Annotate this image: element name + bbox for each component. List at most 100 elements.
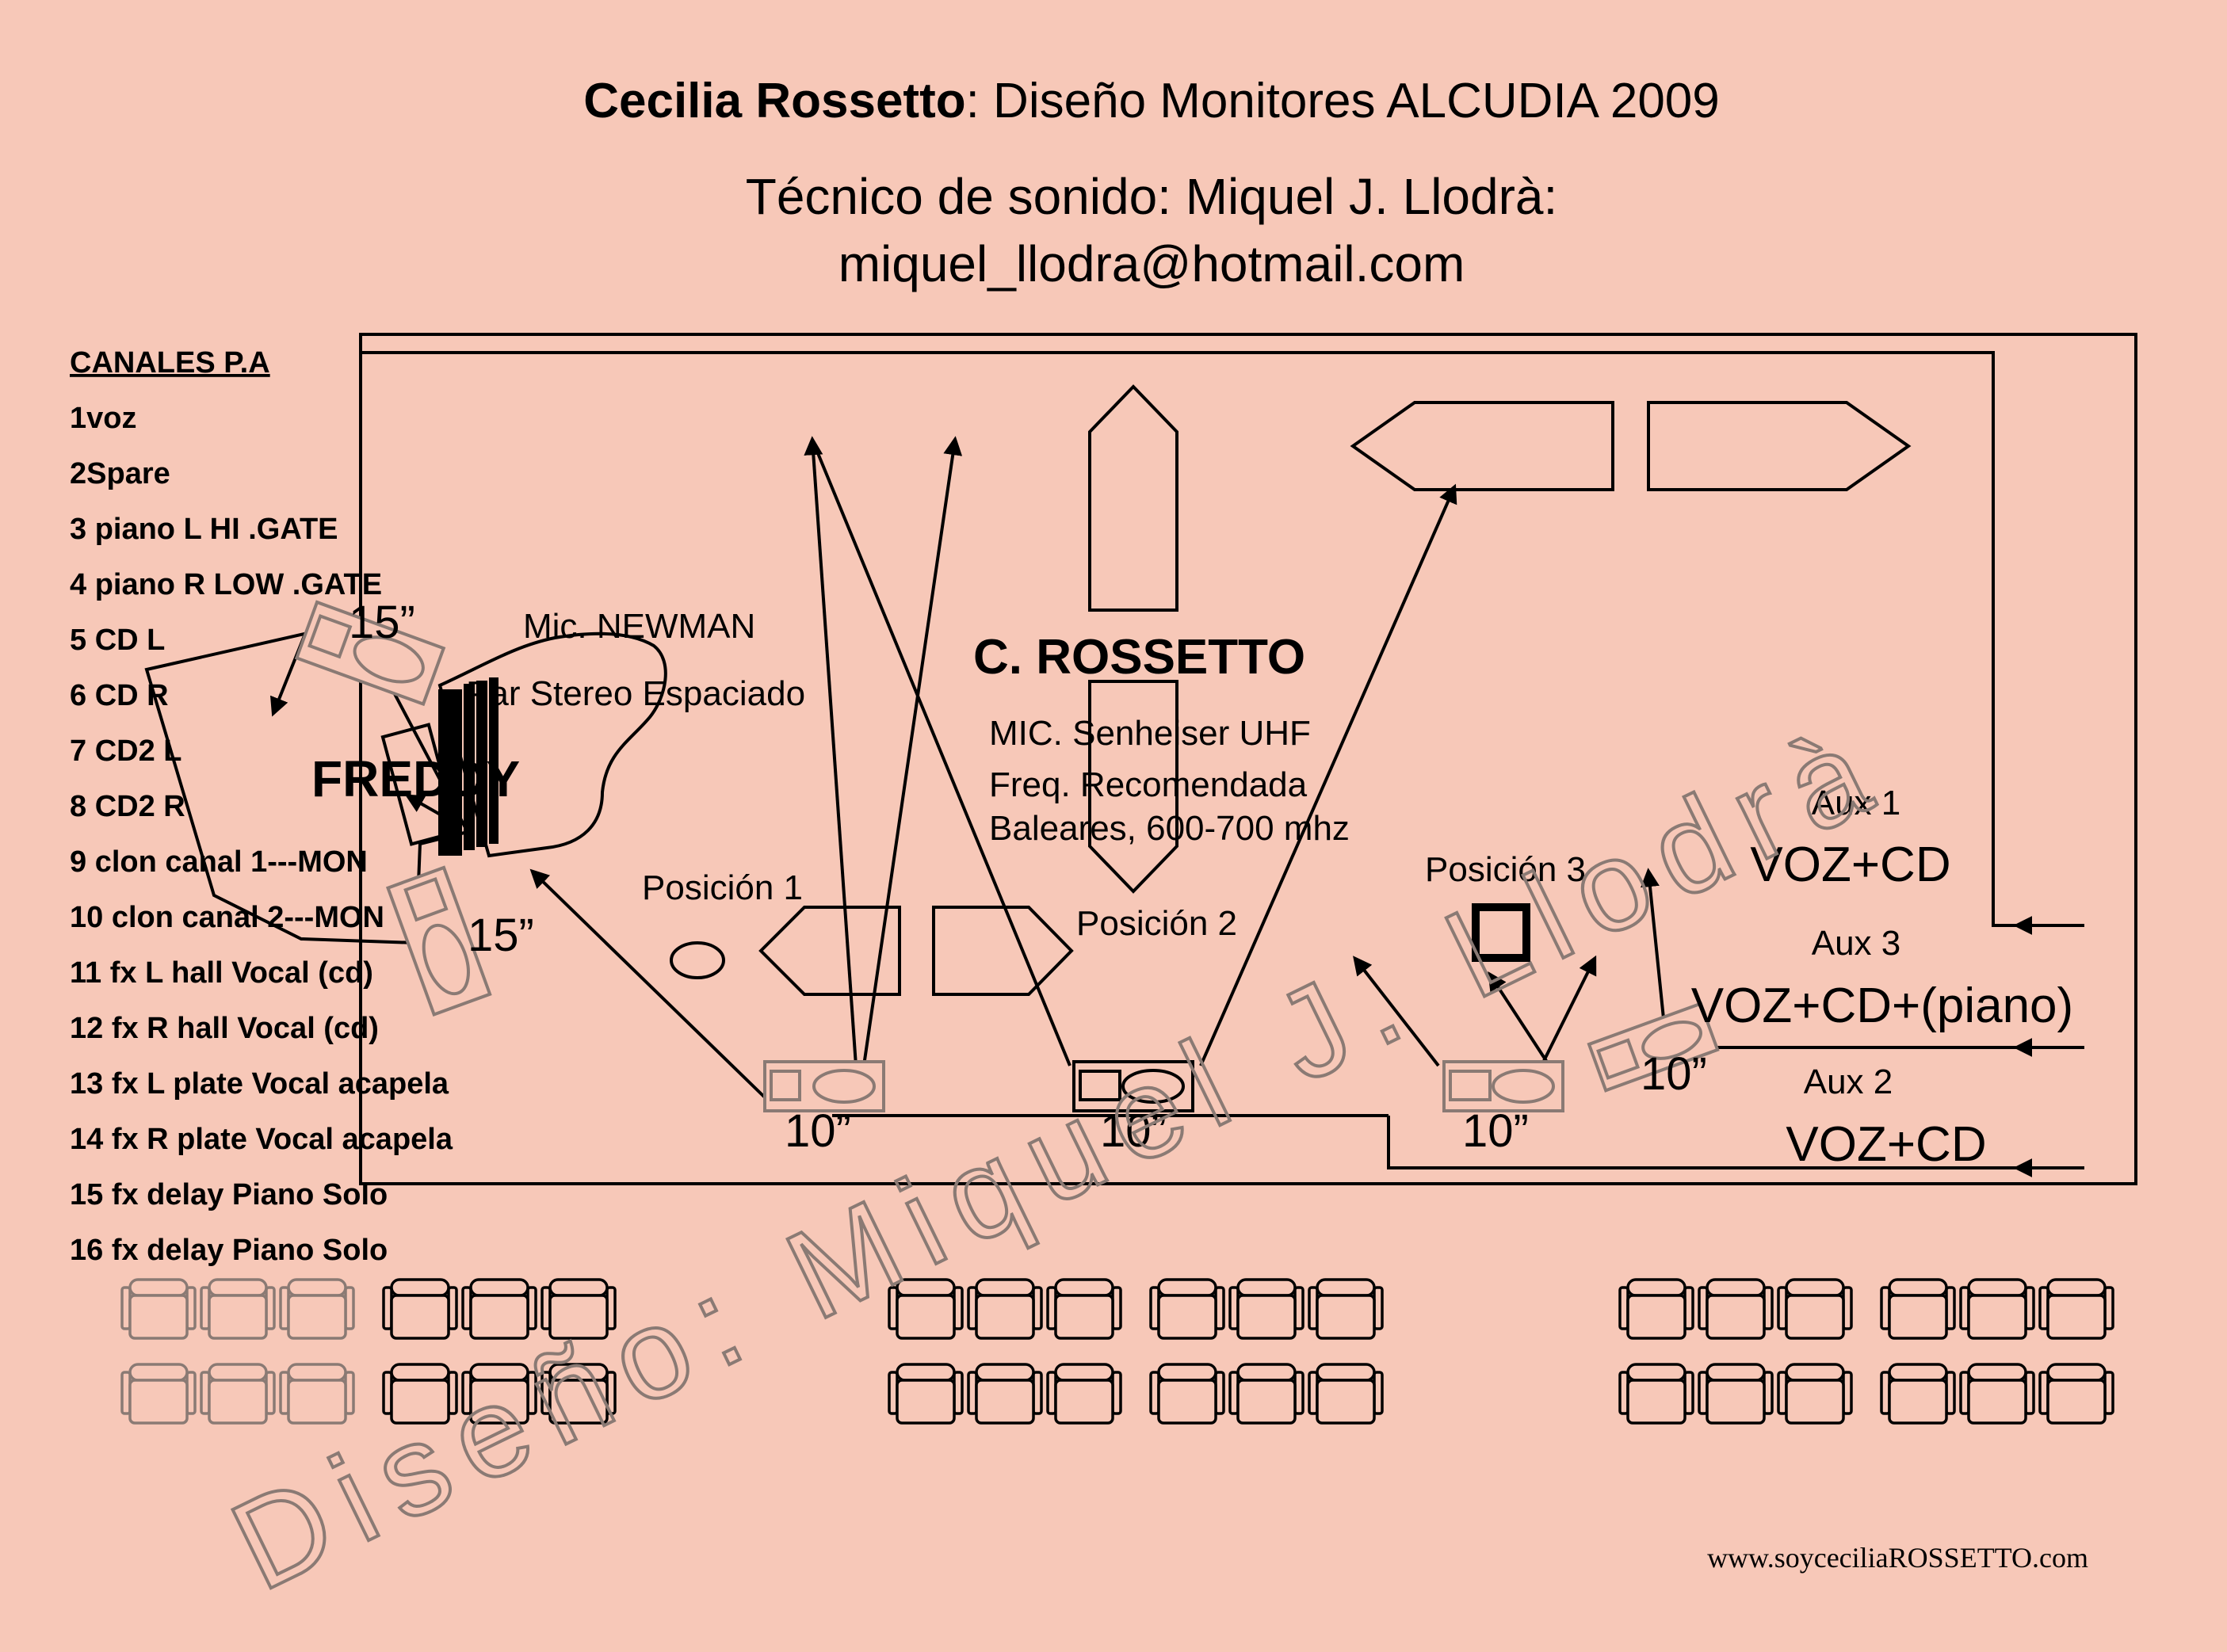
channel-item: 5 CD L xyxy=(70,624,165,657)
audience-seat xyxy=(1959,1363,2035,1425)
label-wedge-10-2: 10” xyxy=(1100,1105,1167,1157)
mic-pos1 xyxy=(670,941,725,979)
label-freq-2: Baleares, 600-700 mhz xyxy=(989,809,1350,848)
audience-seat xyxy=(1228,1278,1304,1340)
wedge-10-4 xyxy=(1587,1002,1720,1093)
channel-item: 13 fx L plate Vocal acapela xyxy=(70,1067,449,1101)
channel-item: 15 fx delay Piano Solo xyxy=(70,1178,388,1211)
label-aux3: Aux 3 xyxy=(1812,924,1901,963)
audience-seat xyxy=(279,1363,355,1425)
wedge-10-1 xyxy=(763,1060,885,1112)
label-pos2: Posición 2 xyxy=(1076,904,1237,943)
audience-seat xyxy=(2038,1278,2114,1340)
audience-seat xyxy=(1149,1363,1225,1425)
audience-seat xyxy=(1618,1278,1694,1340)
channel-item: 10 clon canal 2---MON xyxy=(70,901,384,934)
audience-seat xyxy=(120,1278,197,1340)
label-wedge-15-top: 15” xyxy=(349,597,415,648)
arrow-m2-a xyxy=(811,439,1071,1066)
label-par-stereo: Par Stereo Espaciado xyxy=(466,674,805,713)
channel-item: 8 CD2 R xyxy=(70,790,185,823)
audience-seat xyxy=(1959,1278,2035,1340)
audience-seat xyxy=(200,1278,276,1340)
label-aux1-mix: VOZ+CD xyxy=(1750,837,1950,892)
speaker-center-low xyxy=(1088,680,1178,894)
piano-bench xyxy=(380,723,460,846)
wedge-10-2 xyxy=(1072,1060,1194,1112)
audience-seat xyxy=(461,1278,537,1340)
audience-seat xyxy=(200,1363,276,1425)
channel-item: 6 CD R xyxy=(70,679,169,712)
aux2-cable-line xyxy=(1387,1116,2084,1169)
channel-item: 1voz xyxy=(70,402,136,435)
arrow-m1-a xyxy=(804,436,858,1066)
audience-seat xyxy=(1228,1363,1304,1425)
audience-seat xyxy=(1308,1278,1384,1340)
channel-item: 7 CD2 L xyxy=(70,734,181,768)
label-mic-newman: Mic. NEWMAN xyxy=(523,607,755,646)
arrow-m3-a xyxy=(1353,956,1440,1067)
label-wedge-15-bottom: 15” xyxy=(468,910,534,961)
sound-tech-line: Técnico de sonido: Miquel J. Llodrà: xyxy=(746,168,1558,225)
speaker-pos1-left xyxy=(758,906,901,996)
wedge-10-3 xyxy=(1442,1060,1564,1112)
audience-seat xyxy=(1149,1278,1225,1340)
audience-seat xyxy=(1777,1278,1853,1340)
speaker-right-1 xyxy=(1350,401,1614,491)
audience-seat xyxy=(1618,1363,1694,1425)
audience-seat xyxy=(2038,1363,2114,1425)
audience-seat xyxy=(279,1278,355,1340)
page-title: Cecilia Rossetto: Diseño Monitores ALCUD… xyxy=(583,74,1720,128)
channel-item: 14 fx R plate Vocal acapela xyxy=(70,1123,453,1156)
audience-seat xyxy=(1880,1363,1956,1425)
title-rest: : Diseño Monitores ALCUDIA 2009 xyxy=(966,74,1720,128)
label-wedge-10-3: 10” xyxy=(1462,1105,1529,1157)
arrow-m1-b xyxy=(862,436,963,1066)
wedge-15-bottom xyxy=(385,865,492,1017)
audience-seat xyxy=(967,1363,1043,1425)
label-freddy: FREDDY xyxy=(311,750,520,807)
channel-item: 9 clon canal 1---MON xyxy=(70,845,368,879)
label-wedge-10-1: 10” xyxy=(785,1105,851,1157)
channel-item: 4 piano R LOW .GATE xyxy=(70,568,382,601)
channel-list: CANALES P.A 1voz 2Spare 3 piano L HI .GA… xyxy=(70,346,453,1267)
arrow-m3-b xyxy=(1488,971,1551,1067)
channel-item: 12 fx R hall Vocal (cd) xyxy=(70,1012,379,1045)
label-wedge-10-4: 10” xyxy=(1641,1048,1707,1100)
label-freq-1: Freq. Recomendada xyxy=(989,765,1308,804)
label-aux1: Aux 1 xyxy=(1812,784,1901,822)
audience-seat xyxy=(1777,1363,1853,1425)
arrow-m1-c xyxy=(529,868,766,1099)
audience-seat xyxy=(1698,1363,1774,1425)
audience-seat xyxy=(967,1278,1043,1340)
marker-pos3 xyxy=(1472,903,1530,962)
audience-seat xyxy=(1046,1363,1122,1425)
label-aux2: Aux 2 xyxy=(1804,1063,1893,1101)
channel-item: 3 piano L HI .GATE xyxy=(70,513,338,546)
arrow-m4 xyxy=(1641,868,1666,1027)
audience-seat xyxy=(120,1363,197,1425)
channel-heading: CANALES P.A xyxy=(70,346,270,380)
channel-item: 2Spare xyxy=(70,457,170,490)
audience-seat xyxy=(1880,1278,1956,1340)
label-pos3: Posición 3 xyxy=(1425,850,1586,889)
stage-outer-border xyxy=(359,333,2137,1185)
label-aux2-mix: VOZ+CD xyxy=(1786,1117,1986,1172)
audience-seat xyxy=(1698,1278,1774,1340)
label-aux3-mix: VOZ+CD+(piano) xyxy=(1691,979,2073,1033)
speaker-pos1-right xyxy=(932,906,1074,996)
grand-piano-outline xyxy=(437,631,667,858)
label-artist: C. ROSSETTO xyxy=(973,630,1305,685)
label-mic-senheiser: MIC. Senheiser UHF xyxy=(989,714,1311,753)
speaker-center-top xyxy=(1088,384,1178,612)
label-pos1: Posición 1 xyxy=(642,868,803,907)
audience-seat xyxy=(1046,1278,1122,1340)
audience-seat xyxy=(888,1363,964,1425)
arrow-m3-c xyxy=(1540,955,1597,1066)
email-line: miquel_llodra@hotmail.com xyxy=(838,235,1465,292)
audience-seat xyxy=(1308,1363,1384,1425)
arrow-m2-b xyxy=(1199,483,1457,1066)
footer-url: www.soyceciliaROSSETTO.com xyxy=(1707,1542,2088,1574)
channel-item: 16 fx delay Piano Solo xyxy=(70,1234,388,1267)
